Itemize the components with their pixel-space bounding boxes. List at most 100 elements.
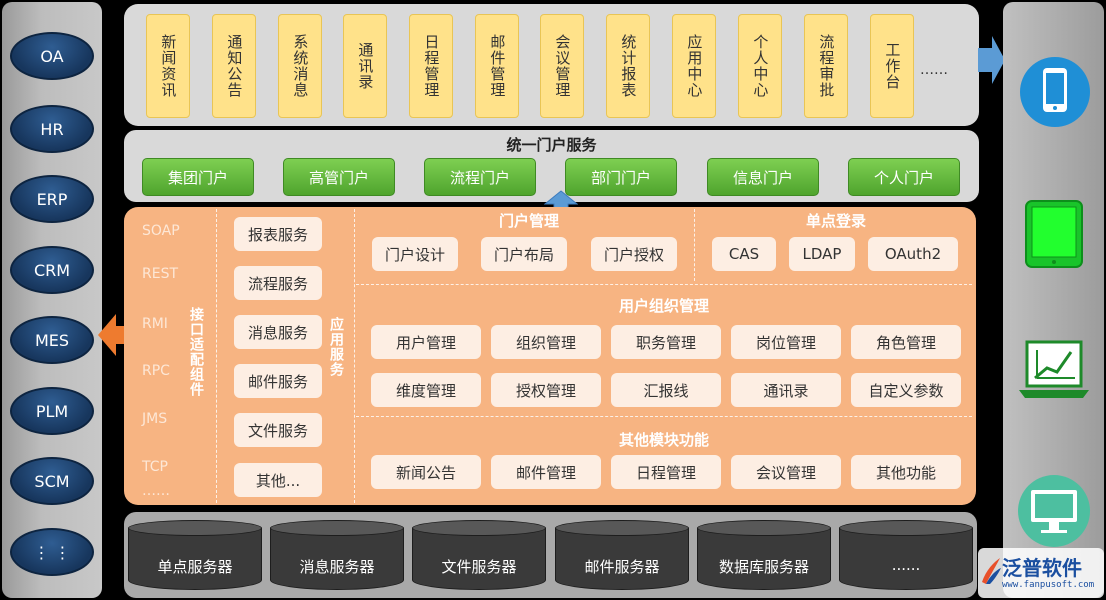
module-personal-center: 个人中心 bbox=[738, 14, 782, 118]
service-process: 流程服务 bbox=[234, 266, 322, 300]
org-management: 组织管理 bbox=[491, 325, 601, 359]
protocol-rpc: RPC bbox=[142, 363, 170, 379]
server-label: 数据库服务器 bbox=[718, 558, 809, 576]
user-org-title: 用户组织管理 bbox=[618, 297, 709, 315]
address-book: 通讯录 bbox=[731, 373, 841, 407]
device-column bbox=[1003, 2, 1104, 598]
module-news: 新闻资讯 bbox=[146, 14, 190, 118]
brand-logo: 泛普软件 www.fanpusoft.com bbox=[978, 548, 1104, 598]
server-label: 单点服务器 bbox=[157, 558, 233, 576]
schedule-management: 日程管理 bbox=[611, 455, 721, 489]
post-management: 岗位管理 bbox=[731, 325, 841, 359]
module-mail: 邮件管理 bbox=[475, 14, 519, 118]
custom-params: 自定义参数 bbox=[851, 373, 961, 407]
system-hr: HR bbox=[10, 105, 94, 153]
dimension-management: 维度管理 bbox=[371, 373, 481, 407]
system-plm: PLM bbox=[10, 387, 94, 435]
divider bbox=[354, 209, 355, 503]
portal-department: 部门门户 bbox=[565, 158, 677, 196]
role-management: 角色管理 bbox=[851, 325, 961, 359]
system-mes: MES bbox=[10, 316, 94, 364]
app-services-label: 应用服务 bbox=[328, 317, 344, 377]
server-label: ...... bbox=[891, 556, 921, 574]
logo-name: 泛普软件 bbox=[1002, 556, 1082, 580]
module-meeting: 会议管理 bbox=[540, 14, 584, 118]
protocol-rest: REST bbox=[142, 266, 179, 282]
protocol-jms: JMS bbox=[142, 411, 168, 427]
module-panel: 新闻资讯 通知公告 系统消息 通讯录 日程管理 邮件管理 会议管理 统计报表 应… bbox=[124, 4, 979, 126]
sso-ldap: LDAP bbox=[789, 237, 855, 271]
module-approval: 流程审批 bbox=[804, 14, 848, 118]
modules-more: …… bbox=[920, 62, 948, 78]
system-oa: OA bbox=[10, 32, 94, 80]
tablet-icon bbox=[1025, 200, 1083, 268]
report-line: 汇报线 bbox=[611, 373, 721, 407]
module-app-center: 应用中心 bbox=[672, 14, 716, 118]
server-more: ...... bbox=[839, 520, 973, 594]
left-arrow-icon bbox=[98, 314, 130, 356]
mobile-phone-icon bbox=[1020, 57, 1090, 127]
logo-url: www.fanpusoft.com bbox=[1002, 580, 1095, 590]
module-workbench: 工作台 bbox=[870, 14, 914, 118]
meeting-management: 会议管理 bbox=[731, 455, 841, 489]
server-label: 文件服务器 bbox=[441, 558, 517, 576]
system-erp: ERP bbox=[10, 175, 94, 223]
portal-process: 流程门户 bbox=[424, 158, 536, 196]
sso-oauth2: OAuth2 bbox=[868, 237, 958, 271]
server-panel: 单点服务器 消息服务器 文件服务器 邮件服务器 数据库服务器 ...... bbox=[124, 512, 977, 598]
server-file: 文件服务器 bbox=[412, 520, 546, 594]
portal-title: 统一门户服务 bbox=[506, 136, 597, 154]
protocol-soap: SOAP bbox=[142, 223, 180, 239]
divider bbox=[356, 416, 972, 417]
server-message: 消息服务器 bbox=[270, 520, 404, 594]
other-functions: 其他功能 bbox=[851, 455, 961, 489]
service-panel: SOAP REST RMI RPC JMS TCP …… 接口适配组件 报表服务… bbox=[124, 207, 976, 505]
portal-executive: 高管门户 bbox=[283, 158, 395, 196]
server-mail: 邮件服务器 bbox=[555, 520, 689, 594]
server-sso: 单点服务器 bbox=[128, 520, 262, 594]
sso-title: 单点登录 bbox=[805, 212, 866, 230]
external-systems-column: OA HR ERP CRM MES PLM SCM ⋮ ⋮ bbox=[2, 2, 102, 598]
desktop-monitor-icon bbox=[1018, 475, 1090, 547]
system-scm: SCM bbox=[10, 457, 94, 505]
news-notice: 新闻公告 bbox=[371, 455, 481, 489]
portal-panel: 统一门户服务 集团门户 高管门户 流程门户 部门门户 信息门户 个人门户 bbox=[124, 130, 979, 202]
other-modules-title: 其他模块功能 bbox=[618, 431, 709, 449]
system-more: ⋮ ⋮ bbox=[10, 528, 94, 576]
portal-group: 集团门户 bbox=[142, 158, 254, 196]
portal-personal: 个人门户 bbox=[848, 158, 960, 196]
system-crm: CRM bbox=[10, 246, 94, 294]
module-contacts: 通讯录 bbox=[343, 14, 387, 118]
divider bbox=[356, 284, 972, 285]
sso-cas: CAS bbox=[712, 237, 776, 271]
portal-authorization: 门户授权 bbox=[591, 237, 677, 271]
service-other: 其他... bbox=[234, 463, 322, 497]
server-label: 邮件服务器 bbox=[584, 558, 660, 576]
module-report: 统计报表 bbox=[606, 14, 650, 118]
portal-information: 信息门户 bbox=[707, 158, 819, 196]
right-arrow-icon bbox=[978, 36, 1005, 84]
server-label: 消息服务器 bbox=[299, 558, 375, 576]
protocol-more: …… bbox=[142, 483, 170, 499]
module-system-message: 系统消息 bbox=[278, 14, 322, 118]
protocol-tcp: TCP bbox=[142, 459, 168, 475]
portal-mgmt-title: 门户管理 bbox=[498, 212, 559, 230]
logo-mark-icon bbox=[982, 558, 1001, 584]
module-notice: 通知公告 bbox=[212, 14, 256, 118]
portal-layout: 门户布局 bbox=[481, 237, 567, 271]
adapter-label: 接口适配组件 bbox=[188, 307, 204, 397]
auth-management: 授权管理 bbox=[491, 373, 601, 407]
service-mail: 邮件服务 bbox=[234, 364, 322, 398]
divider bbox=[694, 209, 695, 281]
protocol-rmi: RMI bbox=[142, 316, 168, 332]
service-message: 消息服务 bbox=[234, 315, 322, 349]
server-database: 数据库服务器 bbox=[697, 520, 831, 594]
laptop-chart-icon bbox=[1019, 340, 1089, 398]
portal-design: 门户设计 bbox=[372, 237, 458, 271]
position-management: 职务管理 bbox=[611, 325, 721, 359]
service-report: 报表服务 bbox=[234, 217, 322, 251]
user-management: 用户管理 bbox=[371, 325, 481, 359]
mail-management: 邮件管理 bbox=[491, 455, 601, 489]
divider bbox=[216, 209, 217, 503]
service-file: 文件服务 bbox=[234, 413, 322, 447]
